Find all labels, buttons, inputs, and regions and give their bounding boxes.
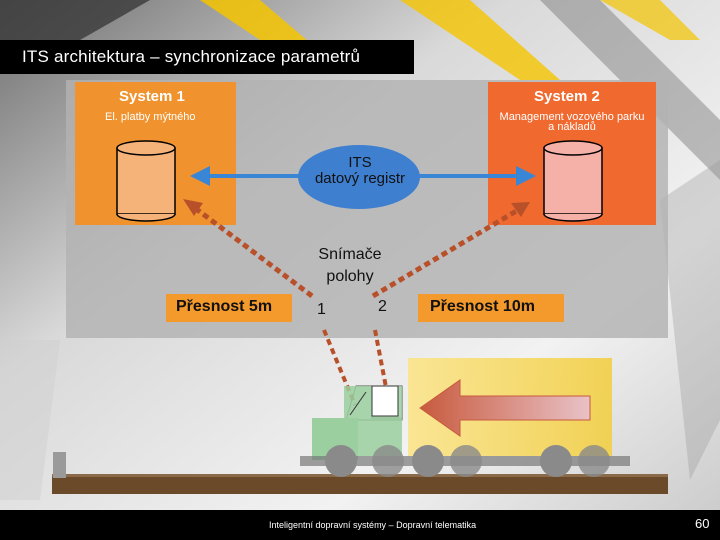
accuracy-left-label: Přesnost 5m — [176, 298, 273, 315]
accuracy-right-label: Přesnost 10m — [430, 298, 535, 315]
system1-title: System 1 — [119, 88, 185, 105]
dashed-arrow-sensor1-down — [322, 329, 357, 406]
page-number: 60 — [695, 516, 710, 531]
dashed-arrow-sensor2-down — [373, 329, 392, 409]
dashed-arrow-right — [371, 202, 530, 299]
footer-text: Inteligentní dopravní systémy – Dopravní… — [269, 520, 477, 530]
registry-line1: ITS — [348, 154, 372, 171]
sensors-line1: Snímače — [318, 246, 382, 263]
truck-icon — [300, 358, 630, 477]
sensor1-label: 1 — [317, 301, 326, 318]
road — [52, 476, 668, 494]
sensor2-label: 2 — [378, 298, 387, 315]
sensors-line2: polohy — [326, 268, 374, 285]
slide-title: ITS architektura – synchronizace paramet… — [22, 47, 361, 66]
road-post — [53, 452, 66, 478]
footer-bar: Inteligentní dopravní systémy – Dopravní… — [0, 510, 720, 540]
system1-subtitle: El. platby mýtného — [105, 111, 196, 123]
registry-line2: datový registr — [314, 170, 406, 187]
database-icon-system1 — [116, 140, 176, 222]
system2-subtitle-line2: a nákladů — [548, 121, 596, 133]
dashed-arrow-left — [183, 199, 314, 298]
title-bar: ITS architektura – synchronizace paramet… — [0, 40, 414, 74]
database-icon-system2 — [543, 140, 603, 222]
registry-ellipse — [298, 145, 420, 209]
accuracy-right-box: Přesnost 10m — [418, 294, 564, 322]
accuracy-left-box: Přesnost 5m — [166, 294, 292, 322]
system2-title: System 2 — [534, 88, 600, 105]
system2-subtitle-line1: Management vozového parku — [499, 111, 645, 123]
